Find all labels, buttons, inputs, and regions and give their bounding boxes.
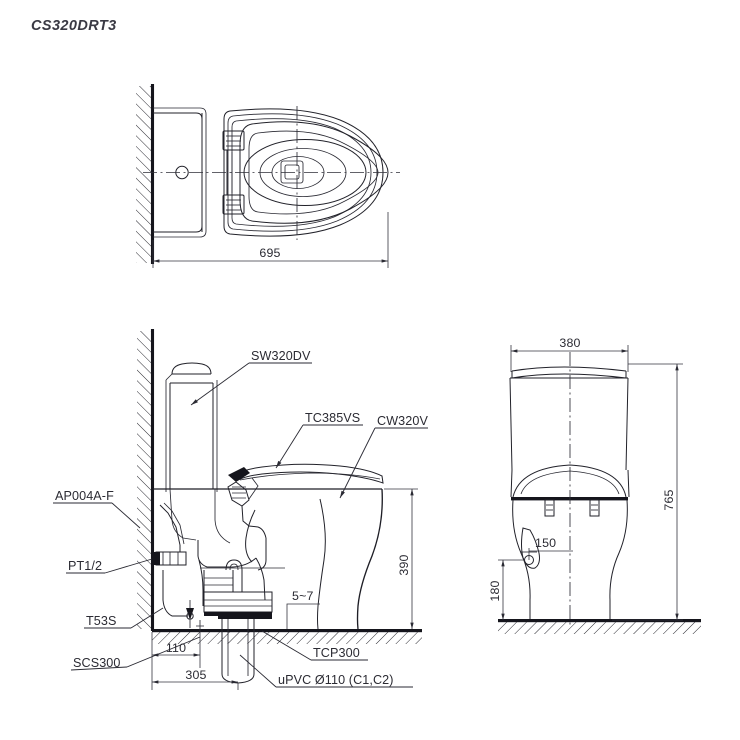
- part-label-t53s: T53S: [86, 614, 117, 628]
- side-view-floor: [152, 629, 422, 644]
- front-view-pedestal: [510, 469, 630, 619]
- side-view-leader-tcp300: TCP300: [261, 630, 368, 661]
- side-view-wall: [137, 329, 155, 631]
- side-view-leader-scs300: SCS300: [70, 636, 201, 671]
- front-view-seat: [511, 464, 628, 501]
- dimension-label-390: 390: [397, 554, 411, 575]
- side-view-leader-sw320dv: SW320DV: [190, 349, 312, 406]
- side-view-bowl: [153, 488, 383, 630]
- dimension-label-110: 110: [166, 641, 186, 655]
- side-view-leader-cw320v: CW320V: [339, 414, 428, 499]
- top-view-wall: [136, 84, 155, 264]
- side-view-leader-t53s: T53S: [84, 607, 164, 629]
- side-view-pan-connector: [203, 559, 273, 684]
- side-view-note-clearance: 5~7: [286, 589, 320, 629]
- part-label-pt1-2: PT1/2: [68, 559, 102, 573]
- dimension-label-765: 765: [662, 489, 676, 510]
- top-view-bowl: [223, 108, 384, 237]
- top-view-dimension-695: 695: [152, 212, 389, 268]
- front-view-seat-bumpers: [544, 499, 600, 517]
- front-view-tank: [509, 366, 629, 471]
- side-view-tank: [165, 362, 218, 492]
- page-title: CS320DRT3: [31, 18, 117, 34]
- front-view-dimension-380: 380: [510, 336, 629, 372]
- dimension-label-695: 695: [259, 246, 280, 260]
- part-label-cw320v: CW320V: [377, 414, 428, 428]
- front-view-dimension-180: 180: [488, 559, 525, 621]
- side-view-leader-pt12: PT1/2: [66, 558, 153, 574]
- part-label-upvc: uPVC Ø110 (C1,C2): [278, 673, 394, 687]
- side-view-leader-ap004af: AP004A-F: [53, 489, 141, 529]
- side-view-leader-tc385vs: TC385VS: [275, 411, 363, 469]
- part-label-tcp300: TCP300: [313, 646, 360, 660]
- dimension-label-180: 180: [488, 580, 502, 601]
- part-label-scs300: SCS300: [73, 656, 121, 670]
- dimension-label-380: 380: [559, 336, 580, 350]
- side-view-leader-upvc: uPVC Ø110 (C1,C2): [239, 654, 413, 688]
- dimension-label-305: 305: [185, 668, 206, 682]
- front-view-dimension-765: 765: [612, 363, 683, 621]
- dimension-label-5-7: 5~7: [292, 589, 314, 603]
- dimension-label-150: 150: [535, 536, 556, 550]
- part-label-ap004a-f: AP004A-F: [55, 489, 114, 503]
- part-label-sw320dv: SW320DV: [251, 349, 311, 363]
- side-view-dimension-390: 390: [384, 488, 418, 630]
- front-view: 380 765 150 180: [488, 336, 701, 634]
- side-view-internal-section: [169, 488, 285, 606]
- side-view-supply: [152, 502, 194, 628]
- side-view-seat: [227, 463, 384, 507]
- front-view-floor: [498, 619, 701, 634]
- side-view-flange: [196, 620, 204, 632]
- part-label-tc385vs: TC385VS: [305, 411, 360, 425]
- side-view: 5~7 390 110 305: [53, 329, 428, 690]
- top-view: 695: [136, 84, 400, 268]
- side-view-dimension-305: 305: [151, 668, 239, 690]
- front-view-dimension-150: 150: [528, 536, 573, 560]
